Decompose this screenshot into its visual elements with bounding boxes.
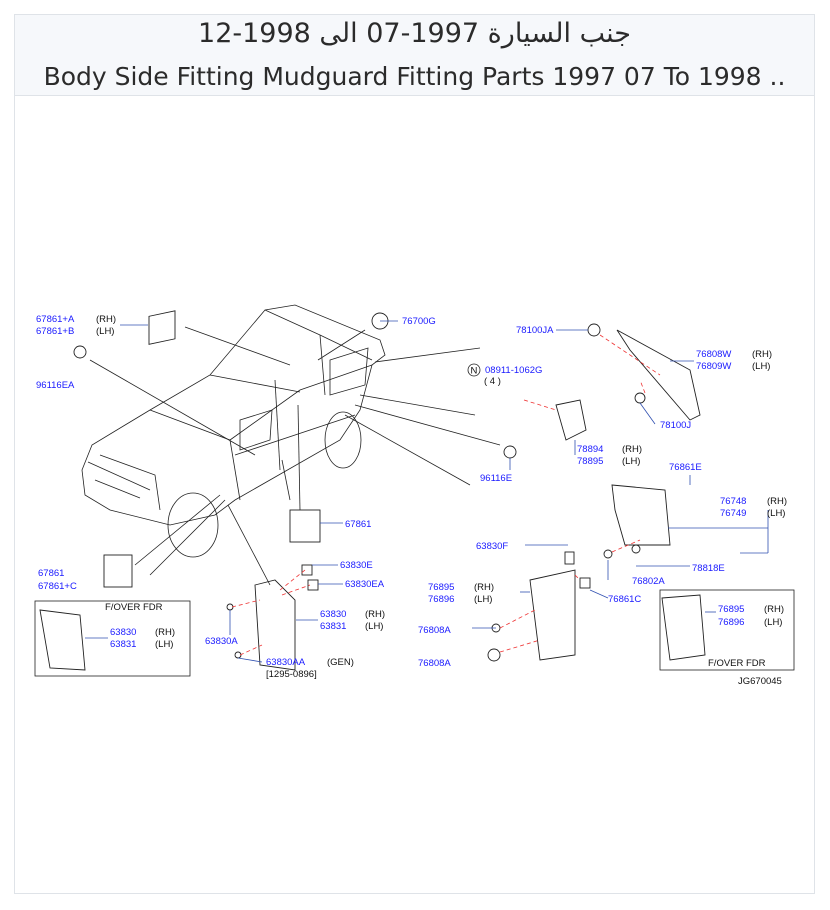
label-63830ea[interactable]: 63830EA — [345, 579, 385, 590]
label-76808a-1[interactable]: 76808A — [418, 625, 451, 636]
label-lh-2: (LH) — [752, 361, 770, 372]
label-76861e[interactable]: 76861E — [669, 462, 702, 473]
label-lh-8: (LH) — [764, 617, 782, 628]
label-n: N — [471, 366, 478, 377]
label-76896-right[interactable]: 76896 — [718, 617, 744, 628]
title-header — [14, 14, 815, 96]
label-rh-5: (RH) — [155, 627, 175, 638]
title-english: Body Side Fitting Mudguard Fitting Parts… — [43, 62, 786, 91]
fover-box-left — [34, 600, 191, 677]
label-63830[interactable]: 63830 — [320, 609, 346, 620]
label-rh-7: (RH) — [474, 582, 494, 593]
label-76896[interactable]: 76896 — [428, 594, 454, 605]
label-63830e[interactable]: 63830E — [340, 560, 373, 571]
label-lh-3: (LH) — [622, 456, 640, 467]
label-63831-left[interactable]: 63831 — [110, 639, 136, 650]
label-67861[interactable]: 67861 — [345, 519, 371, 530]
label-76802a[interactable]: 76802A — [632, 576, 665, 587]
label-78100j[interactable]: 78100J — [660, 420, 691, 431]
label-fover-left: F/OVER FDR — [105, 602, 163, 613]
label-76808a-2[interactable]: 76808A — [418, 658, 451, 669]
label-76861c[interactable]: 76861C — [608, 594, 641, 605]
label-76895[interactable]: 76895 — [428, 582, 454, 593]
label-76748[interactable]: 76748 — [720, 496, 746, 507]
leader-arrows — [89, 326, 501, 586]
label-78100ja[interactable]: 78100JA — [516, 325, 554, 336]
label-fover-right: F/OVER FDR — [708, 658, 766, 669]
label-range: [1295-0896] — [266, 669, 317, 680]
label-rh-8: (RH) — [764, 604, 784, 615]
label-63830aa[interactable]: 63830AA — [266, 657, 306, 668]
label-qty-4: ( 4 ) — [484, 376, 501, 387]
label-gen: (GEN) — [327, 657, 354, 668]
label-rh-2: (RH) — [752, 349, 772, 360]
label-76808w[interactable]: 76808W — [696, 349, 731, 360]
label-63830-left[interactable]: 63830 — [110, 627, 136, 638]
title-arabic: جنب السيارة 1997-07 الى 1998-12 — [198, 18, 631, 49]
vehicle-drawing — [81, 304, 386, 558]
label-08911[interactable]: 08911-1062G — [485, 365, 542, 376]
label-96116ea[interactable]: 96116EA — [36, 380, 75, 391]
label-leaders — [85, 320, 769, 663]
diagram-code: JG670045 — [738, 676, 782, 687]
dashed-guides — [231, 334, 661, 656]
label-lh-5: (LH) — [155, 639, 173, 650]
label-63830a[interactable]: 63830A — [205, 636, 238, 647]
label-rh-3: (RH) — [622, 444, 642, 455]
label-76895-right[interactable]: 76895 — [718, 604, 744, 615]
label-76749[interactable]: 76749 — [720, 508, 746, 519]
label-78895[interactable]: 78895 — [577, 456, 603, 467]
label-lh-6: (LH) — [365, 621, 383, 632]
label-67861-left[interactable]: 67861 — [38, 568, 64, 579]
label-rh-6: (RH) — [365, 609, 385, 620]
label-67861c[interactable]: 67861+C — [38, 581, 77, 592]
label-76809w[interactable]: 76809W — [696, 361, 731, 372]
label-lh-1: (LH) — [96, 326, 114, 337]
label-67861b[interactable]: 67861+B — [36, 326, 74, 337]
label-78818e[interactable]: 78818E — [692, 563, 725, 574]
label-76700g[interactable]: 76700G — [402, 316, 436, 327]
label-63831[interactable]: 63831 — [320, 621, 346, 632]
label-96116e[interactable]: 96116E — [480, 473, 512, 484]
fover-box-right — [659, 589, 795, 671]
label-63830f[interactable]: 63830F — [476, 541, 508, 552]
n-marker-circle — [467, 363, 481, 377]
label-lh-7: (LH) — [474, 594, 492, 605]
label-lh-4: (LH) — [767, 508, 785, 519]
label-78894[interactable]: 78894 — [577, 444, 603, 455]
label-rh-1: (RH) — [96, 314, 116, 325]
label-rh-4: (RH) — [767, 496, 787, 507]
label-67861a[interactable]: 67861+A — [36, 314, 75, 325]
